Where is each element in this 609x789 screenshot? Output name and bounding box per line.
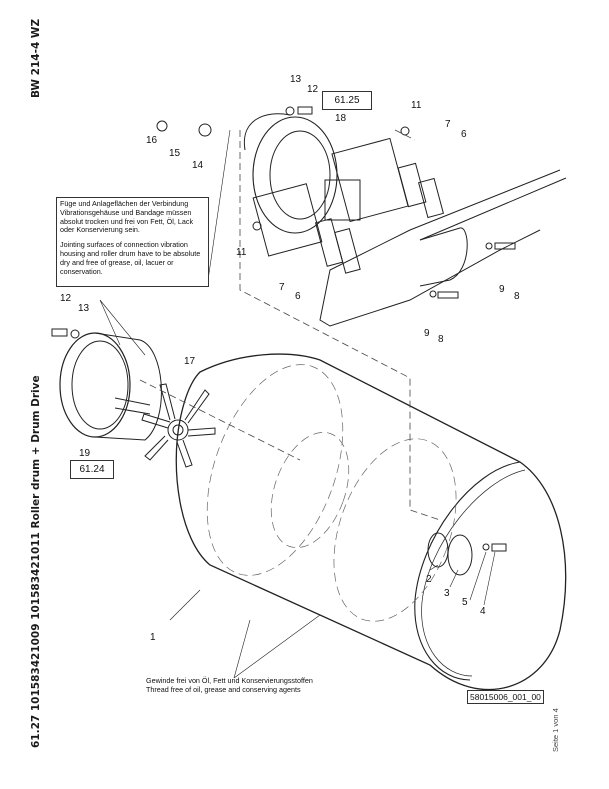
callout-1: 1 bbox=[150, 632, 156, 643]
callout-12-left: 12 bbox=[60, 293, 72, 304]
callout-15: 15 bbox=[169, 148, 181, 159]
callout-8-bottom: 8 bbox=[438, 334, 444, 345]
drum-drive-housing bbox=[59, 332, 162, 441]
callout-9-bottom: 9 bbox=[424, 328, 430, 339]
callout-5: 5 bbox=[462, 597, 468, 608]
callout-11-top: 11 bbox=[411, 100, 422, 111]
callout-13-left: 13 bbox=[78, 303, 90, 314]
callout-7-top: 7 bbox=[445, 119, 451, 130]
callout-13-top: 13 bbox=[290, 74, 302, 85]
callout-12-top: 12 bbox=[307, 84, 319, 95]
callout-3: 3 bbox=[444, 588, 450, 599]
thread-note-german: Gewinde frei von Öl, Fett und Konservier… bbox=[146, 676, 313, 685]
vibration-drive-assembly bbox=[243, 113, 409, 257]
page-indicator: Seite 1 von 4 bbox=[551, 708, 560, 752]
thread-note-english: Thread free of oil, grease and conservin… bbox=[146, 685, 301, 694]
page-title: 61.27 101583421009 101583421011 Roller d… bbox=[30, 375, 42, 748]
reference-box-lower[interactable]: 61.24 bbox=[70, 460, 114, 479]
callout-11-bottom: 11 bbox=[236, 247, 247, 258]
joint-note-german: Füge und Anlageflächen der Verbindung Vi… bbox=[60, 199, 194, 235]
rubber-buffers bbox=[314, 162, 444, 274]
small-parts bbox=[51, 106, 516, 576]
callout-18: 18 bbox=[335, 113, 347, 124]
drawing-id: 58015006_001_00 bbox=[467, 690, 544, 704]
joint-note-english: Jointing surfaces of connection vibratio… bbox=[60, 240, 201, 276]
leader-lines bbox=[99, 129, 496, 679]
model-label: BW 214-4 WZ bbox=[30, 18, 42, 98]
callout-7-bottom: 7 bbox=[279, 282, 285, 293]
callout-8-right: 8 bbox=[514, 291, 520, 302]
joint-surfaces-note: Füge und Anlageflächen der Verbindung Vi… bbox=[56, 197, 209, 287]
fan-part-17 bbox=[141, 383, 216, 468]
callout-17: 17 bbox=[184, 356, 196, 367]
callout-9-right: 9 bbox=[499, 284, 505, 295]
callout-6-top: 6 bbox=[461, 129, 467, 140]
callout-6-bottom: 6 bbox=[295, 291, 301, 302]
roller-drum bbox=[175, 353, 567, 691]
frame-plate bbox=[319, 169, 567, 327]
callout-16: 16 bbox=[146, 135, 158, 146]
thread-note: Gewinde frei von Öl, Fett und Konservier… bbox=[146, 676, 313, 694]
callout-14: 14 bbox=[192, 160, 204, 171]
callout-19: 19 bbox=[79, 448, 91, 459]
reference-box-upper[interactable]: 61.25 bbox=[322, 91, 372, 110]
callout-4: 4 bbox=[480, 606, 486, 617]
callout-labels: 1 2 3 4 5 6 6 7 7 8 8 9 9 11 11 12 12 13… bbox=[60, 74, 520, 643]
callout-2: 2 bbox=[426, 574, 432, 585]
